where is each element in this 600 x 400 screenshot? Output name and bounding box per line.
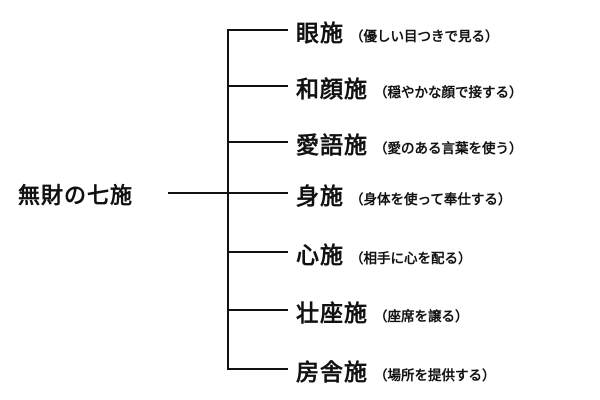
branch-description: （愛のある言葉を使う） [374,141,523,157]
branch-name: 心施 [296,243,344,269]
branch-shinse: 心施 （相手に心を配る） [296,236,472,270]
branch-description: （優しい目つきで見る） [350,29,499,45]
branch-wagansei: 和顔施 （穏やかな顔で接する） [296,70,523,104]
branch-shozasei: 壮座施 （座席を譲る） [296,294,469,328]
branch-description: （穏やかな顔で接する） [374,85,523,101]
branch-description: （場所を提供する） [374,368,496,384]
branch-aigosei: 愛語施 （愛のある言葉を使う） [296,126,523,160]
branch-name: 房舎施 [296,360,368,386]
branch-description: （相手に心を配る） [350,251,472,267]
branch-description: （座席を譲る） [374,309,469,325]
branch-name: 愛語施 [296,133,368,159]
branch-shinsei: 身施 （身体を使って奉仕する） [296,177,511,211]
branch-boshasei: 房舎施 （場所を提供する） [296,353,496,387]
branch-description: （身体を使って奉仕する） [350,192,512,208]
branch-name: 身施 [296,184,344,210]
branch-name: 壮座施 [296,301,368,327]
branch-name: 眼施 [296,21,344,47]
root-node: 無財の七施 [18,184,134,209]
branch-name: 和顔施 [296,77,368,103]
branch-gansei: 眼施 （優しい目つきで見る） [296,14,499,48]
